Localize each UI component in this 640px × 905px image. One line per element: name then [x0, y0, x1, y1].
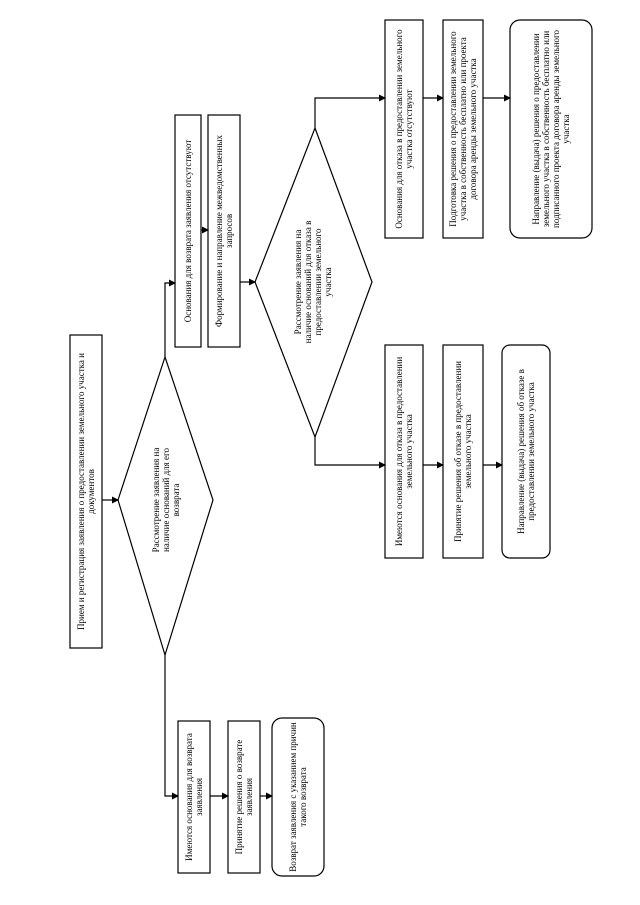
- node-send-refusal-box: [501, 344, 551, 559]
- edge-check-to-no-grounds-return: [164, 279, 176, 357]
- node-send-decision-label: Направление (выдача) решения о предостав…: [531, 30, 571, 228]
- node-no-grounds-return-box: [174, 114, 202, 348]
- node-grounds-refusal-label: Имеются основания для отказа в предостав…: [394, 356, 414, 547]
- node-decision-refusal-box: [442, 344, 484, 559]
- node-no-grounds-return-label: Основания для возврата заявления отсутст…: [183, 139, 193, 323]
- node-send-decision-box: [509, 19, 593, 239]
- node-no-grounds-refusal-label: Основания для отказа в предоставлении зе…: [394, 29, 414, 229]
- node-prepare-decision-label: Подготовка решения о предоставлении земе…: [448, 31, 478, 227]
- node-send-refusal-label: Направление (выдача) решения об отказе в…: [516, 369, 536, 534]
- node-decision-refusal-label: Принятие решения об отказе в предоставле…: [453, 361, 473, 542]
- node-grounds-return-box: [177, 720, 211, 874]
- edge-check-refusal-to-grounds-refusal: [314, 437, 386, 469]
- node-receive-label: Прием и регистрация заявления о предоста…: [76, 353, 96, 630]
- node-grounds-return-label: Имеются основания для возврата заявления: [184, 733, 204, 861]
- node-grounds-refusal-box: [384, 344, 424, 559]
- node-check-refusal-label: Рассмотрение заявления на наличие основа…: [293, 220, 333, 344]
- node-interdept-box: [207, 114, 241, 348]
- node-prepare-decision-box: [442, 19, 484, 239]
- node-interdept-label: Формирование и направление межведомствен…: [214, 135, 234, 327]
- node-decision-return-label: Принятие решения о возврате заявления: [234, 739, 254, 855]
- edge-check-to-grounds-return: [164, 655, 179, 800]
- node-check-return-label: Рассмотрение заявления на наличие основа…: [151, 447, 181, 553]
- node-receive-box: [69, 334, 103, 649]
- node-no-grounds-refusal-box: [384, 19, 424, 239]
- edge-check-refusal-to-no-grounds-refusal: [314, 94, 386, 128]
- node-return-app-label: Возврат заявления с указанием причин так…: [288, 722, 308, 872]
